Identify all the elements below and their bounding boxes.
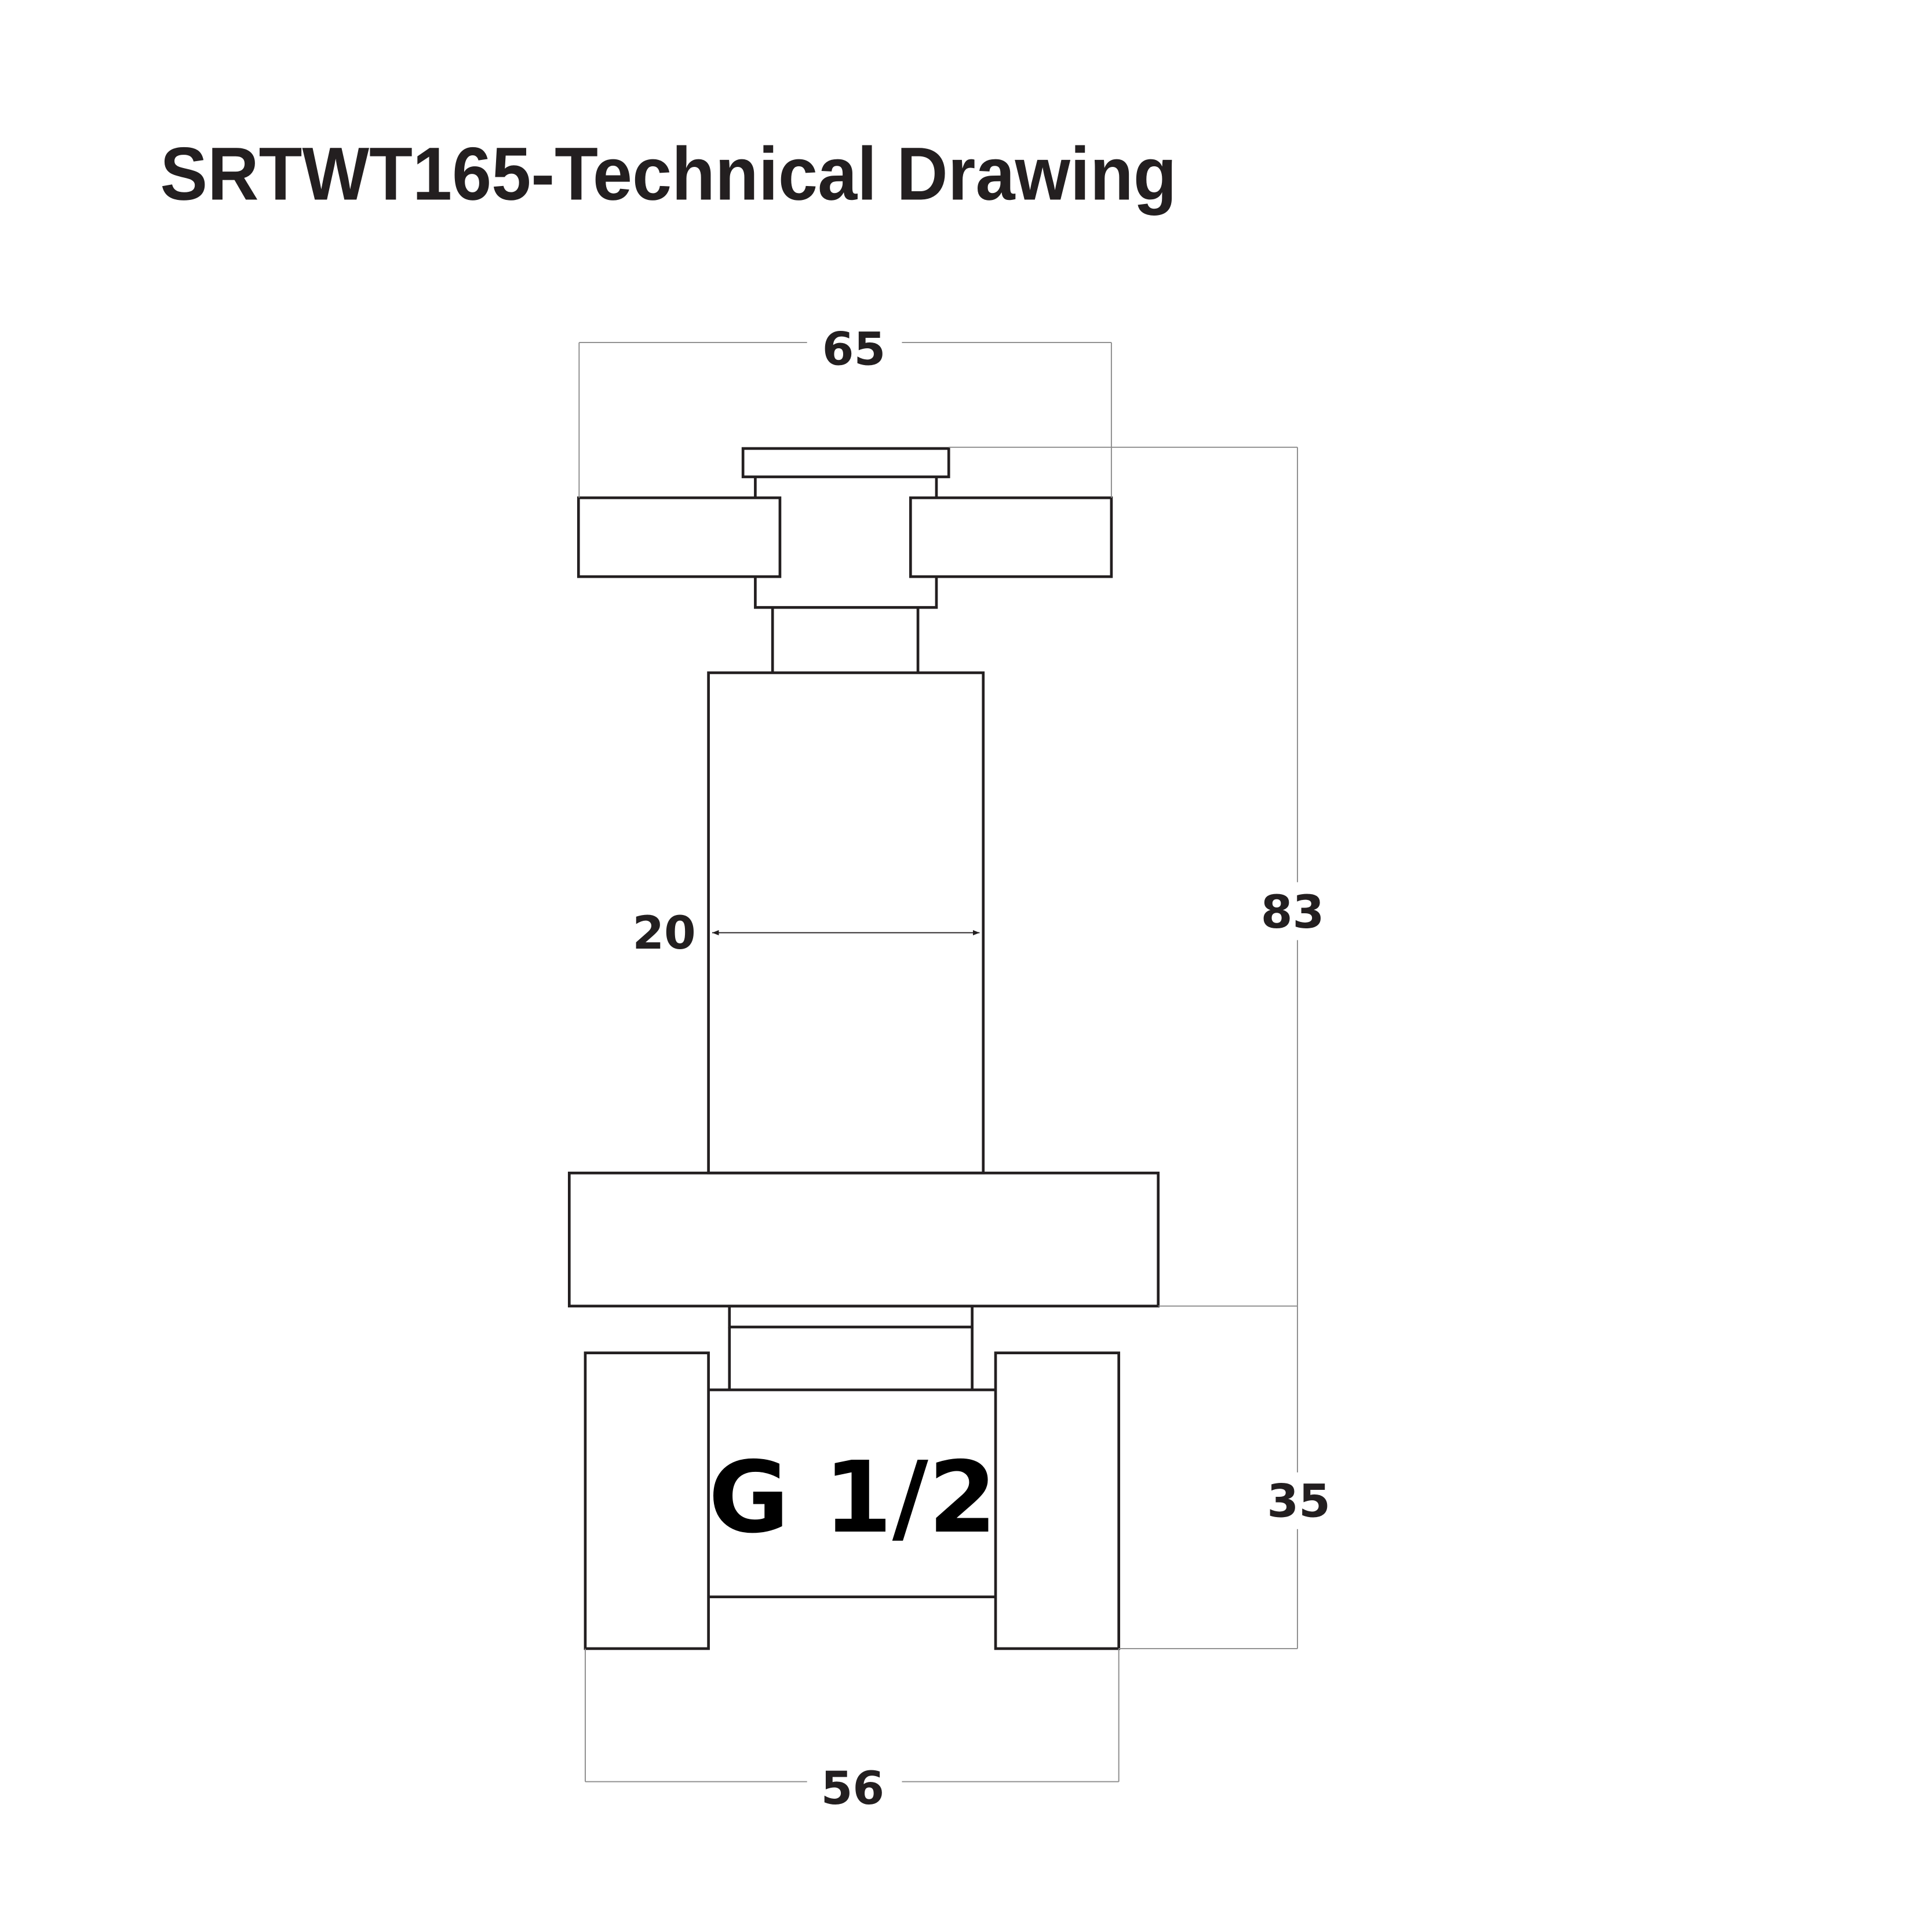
top-cap (741, 447, 950, 479)
left-handle (577, 496, 782, 578)
page-title: SRTWT165-Technical Drawing (160, 132, 1176, 216)
lower-collar (728, 1304, 974, 1329)
dimension-label-top-width: 65 (822, 322, 885, 376)
dimension-label-total-height: 83 (1261, 885, 1324, 939)
dimension-total-height: 83 (949, 446, 1324, 1307)
dimension-lower-height: 35 (1118, 1306, 1330, 1649)
flange (568, 1171, 1160, 1308)
dimension-body-width: 20 (632, 906, 980, 960)
dimension-top-width: 65 (578, 322, 1112, 498)
left-fitting (584, 1351, 710, 1650)
hub-lower (754, 577, 938, 609)
spindle-body (707, 671, 985, 1175)
dimension-bottom-width: 56 (585, 1648, 1120, 1815)
dimension-label-body-width: 20 (632, 906, 695, 960)
valve-outline (568, 447, 1160, 1650)
right-fitting (994, 1351, 1120, 1650)
thread-label: G 1/2 (709, 1441, 997, 1555)
right-handle (909, 496, 1113, 578)
dimension-label-bottom-width: 56 (821, 1762, 884, 1815)
dimension-label-lower-height: 35 (1267, 1474, 1330, 1528)
